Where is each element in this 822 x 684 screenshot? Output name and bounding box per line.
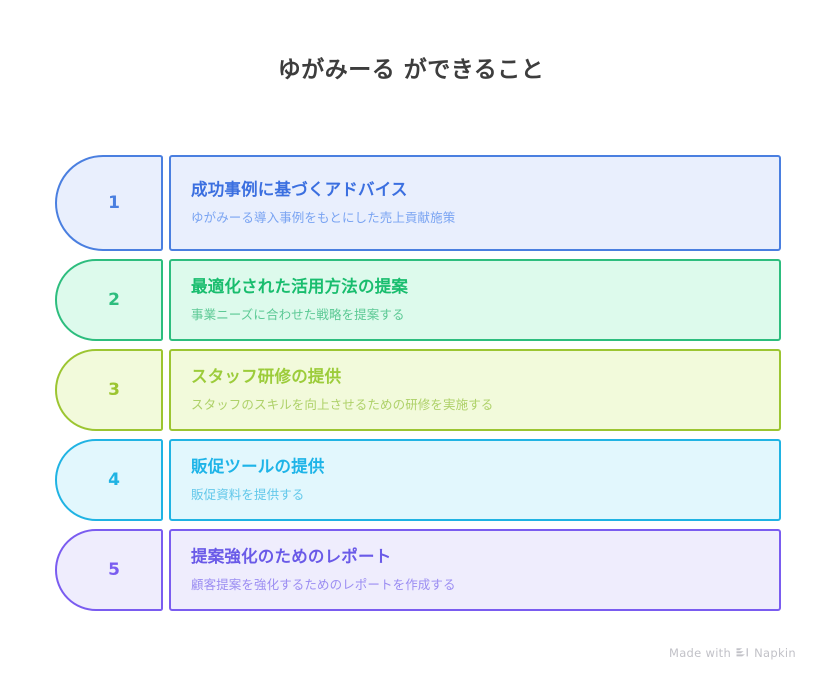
napkin-watermark[interactable]: Made with Napkin [669,646,796,660]
list-item-number-badge: 3 [55,349,163,431]
list-item-number-badge: 4 [55,439,163,521]
list-item[interactable]: 3 スタッフ研修の提供 スタッフのスキルを向上させるための研修を実施する [55,349,781,431]
list-item-heading: 最適化された活用方法の提案 [191,276,409,296]
list-item-content: 最適化された活用方法の提案 事業ニーズに合わせた戦略を提案する [169,259,781,341]
list-item[interactable]: 4 販促ツールの提供 販促資料を提供する [55,439,781,521]
watermark-prefix: Made with [668,646,732,660]
list-item-number: 5 [108,559,120,580]
list-item-heading: 提案強化のためのレポート [191,546,392,566]
list-item-number: 1 [108,192,120,213]
list-item[interactable]: 1 成功事例に基づくアドバイス ゆがみーる導入事例をもとにした売上貢献施策 [55,155,781,251]
numbered-list: 1 成功事例に基づくアドバイス ゆがみーる導入事例をもとにした売上貢献施策 2 … [55,155,781,619]
list-item-content: 提案強化のためのレポート 顧客提案を強化するためのレポートを作成する [169,529,781,611]
list-item-number: 2 [108,289,120,310]
list-item-content: 販促ツールの提供 販促資料を提供する [169,439,781,521]
list-item-description: スタッフのスキルを向上させるための研修を実施する [191,397,494,413]
page-title: ゆがみーる ができること [277,57,545,83]
list-item[interactable]: 2 最適化された活用方法の提案 事業ニーズに合わせた戦略を提案する [55,259,781,341]
list-item-description: 事業ニーズに合わせた戦略を提案する [191,307,405,323]
watermark-brand: Napkin [754,646,796,660]
list-item-description: 顧客提案を強化するためのレポートを作成する [191,577,456,593]
list-item-content: 成功事例に基づくアドバイス ゆがみーる導入事例をもとにした売上貢献施策 [169,155,781,251]
list-item-heading: 成功事例に基づくアドバイス [191,179,408,199]
list-item[interactable]: 5 提案強化のためのレポート 顧客提案を強化するためのレポートを作成する [55,529,781,611]
list-item-heading: スタッフ研修の提供 [191,366,342,386]
list-item-number: 3 [108,379,120,400]
list-item-content: スタッフ研修の提供 スタッフのスキルを向上させるための研修を実施する [169,349,781,431]
list-item-description: 販促資料を提供する [191,487,305,503]
napkin-chevron-logo-icon [736,647,749,659]
list-item-description: ゆがみーる導入事例をもとにした売上貢献施策 [191,210,456,226]
list-item-number: 4 [108,469,120,490]
list-item-number-badge: 5 [55,529,163,611]
list-item-heading: 販促ツールの提供 [191,456,325,476]
list-item-number-badge: 1 [55,155,163,251]
list-item-number-badge: 2 [55,259,163,341]
